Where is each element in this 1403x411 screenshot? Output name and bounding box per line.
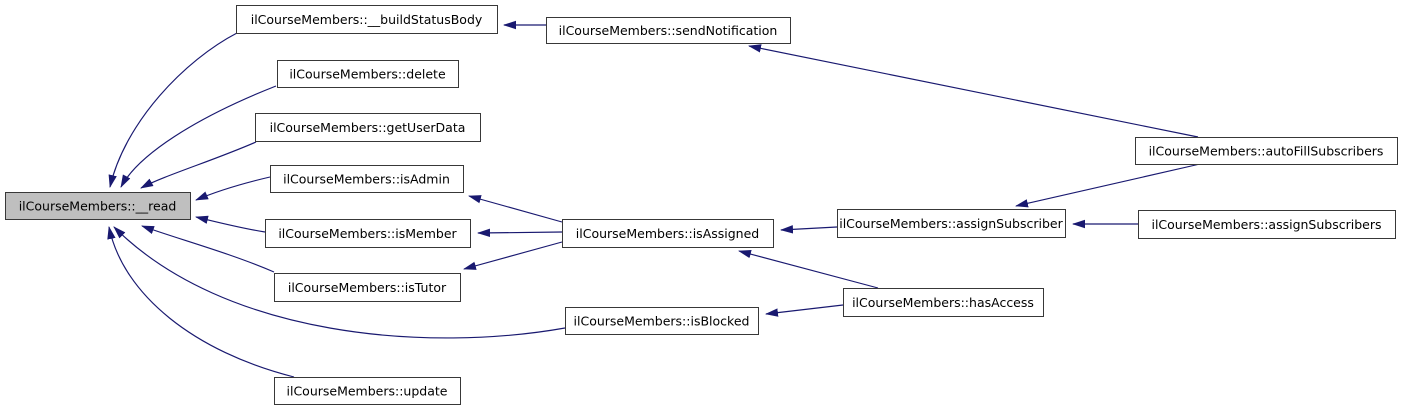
edge-isAssigned-to-isTutor xyxy=(463,241,563,270)
node-box-buildStatusBody[interactable] xyxy=(236,5,498,34)
node-box-delete[interactable] xyxy=(277,60,459,88)
node-assignSubscriber[interactable]: ilCourseMembers::assignSubscriber xyxy=(837,209,1066,238)
node-label-isTutor: ilCourseMembers::isTutor xyxy=(288,280,447,295)
node-box-sendNotification[interactable] xyxy=(546,17,791,44)
edge-autoFillSubscribers-to-sendNotification xyxy=(748,44,1199,138)
node-sendNotification[interactable]: ilCourseMembers::sendNotification xyxy=(546,17,791,44)
edge-getUserData-to-read xyxy=(140,141,257,189)
node-isAdmin[interactable]: ilCourseMembers::isAdmin xyxy=(270,165,464,193)
node-box-getUserData[interactable] xyxy=(255,113,481,142)
node-box-hasAccess[interactable] xyxy=(843,288,1044,317)
node-label-isAssigned: ilCourseMembers::isAssigned xyxy=(576,226,759,241)
node-label-assignSubscriber: ilCourseMembers::assignSubscriber xyxy=(839,216,1063,231)
node-box-update[interactable] xyxy=(274,377,461,405)
edge-isTutor-to-read xyxy=(141,225,275,273)
node-label-delete: ilCourseMembers::delete xyxy=(289,67,446,82)
node-box-read[interactable] xyxy=(5,192,191,220)
node-label-isBlocked: ilCourseMembers::isBlocked xyxy=(574,314,750,329)
edge-isAssigned-to-isMember xyxy=(477,228,563,238)
node-box-assignSubscribers[interactable] xyxy=(1138,210,1396,239)
node-label-getUserData: ilCourseMembers::getUserData xyxy=(270,120,466,135)
node-assignSubscribers[interactable]: ilCourseMembers::assignSubscribers xyxy=(1138,210,1396,239)
node-getUserData[interactable]: ilCourseMembers::getUserData xyxy=(255,113,481,142)
edge-update-to-read xyxy=(107,226,295,378)
edge-autoFillSubscribers-to-assignSubscriber xyxy=(1015,163,1201,208)
node-box-isMember[interactable] xyxy=(265,219,471,248)
node-isTutor[interactable]: ilCourseMembers::isTutor xyxy=(274,273,461,302)
node-label-hasAccess: ilCourseMembers::hasAccess xyxy=(852,295,1034,310)
edge-isAdmin-to-read xyxy=(195,176,271,201)
node-label-buildStatusBody: ilCourseMembers::__buildStatusBody xyxy=(251,12,483,27)
edge-assignSubscriber-to-isAssigned xyxy=(780,225,838,234)
node-box-isBlocked[interactable] xyxy=(565,307,759,335)
node-delete[interactable]: ilCourseMembers::delete xyxy=(277,60,459,88)
node-read[interactable]: ilCourseMembers::__read xyxy=(5,192,191,220)
edge-buildStatusBody-to-read xyxy=(108,32,238,188)
edge-isBlocked-to-read xyxy=(113,226,566,339)
node-buildStatusBody[interactable]: ilCourseMembers::__buildStatusBody xyxy=(236,5,498,34)
node-label-isAdmin: ilCourseMembers::isAdmin xyxy=(283,172,450,187)
node-label-read: ilCourseMembers::__read xyxy=(19,199,177,214)
node-label-isMember: ilCourseMembers::isMember xyxy=(278,226,457,241)
node-box-isTutor[interactable] xyxy=(274,273,461,302)
edge-isAssigned-to-isAdmin xyxy=(468,195,563,223)
node-box-autoFillSubscribers[interactable] xyxy=(1135,137,1398,165)
node-isAssigned[interactable]: ilCourseMembers::isAssigned xyxy=(562,219,774,248)
node-box-assignSubscriber[interactable] xyxy=(837,209,1066,238)
node-hasAccess[interactable]: ilCourseMembers::hasAccess xyxy=(843,288,1044,317)
node-box-isAdmin[interactable] xyxy=(270,165,464,193)
node-label-assignSubscribers: ilCourseMembers::assignSubscribers xyxy=(1151,217,1381,232)
node-isMember[interactable]: ilCourseMembers::isMember xyxy=(265,219,471,248)
node-label-sendNotification: ilCourseMembers::sendNotification xyxy=(559,23,778,38)
edge-isMember-to-read xyxy=(195,215,266,233)
edge-hasAccess-to-isAssigned xyxy=(738,250,879,289)
node-label-autoFillSubscribers: ilCourseMembers::autoFillSubscribers xyxy=(1149,144,1384,159)
edge-hasAccess-to-isBlocked xyxy=(765,304,844,317)
node-update[interactable]: ilCourseMembers::update xyxy=(274,377,461,405)
node-isBlocked[interactable]: ilCourseMembers::isBlocked xyxy=(565,307,759,335)
node-label-update: ilCourseMembers::update xyxy=(287,384,448,399)
node-autoFillSubscribers[interactable]: ilCourseMembers::autoFillSubscribers xyxy=(1135,137,1398,165)
edge-delete-to-read xyxy=(120,85,277,188)
node-box-isAssigned[interactable] xyxy=(562,219,774,248)
